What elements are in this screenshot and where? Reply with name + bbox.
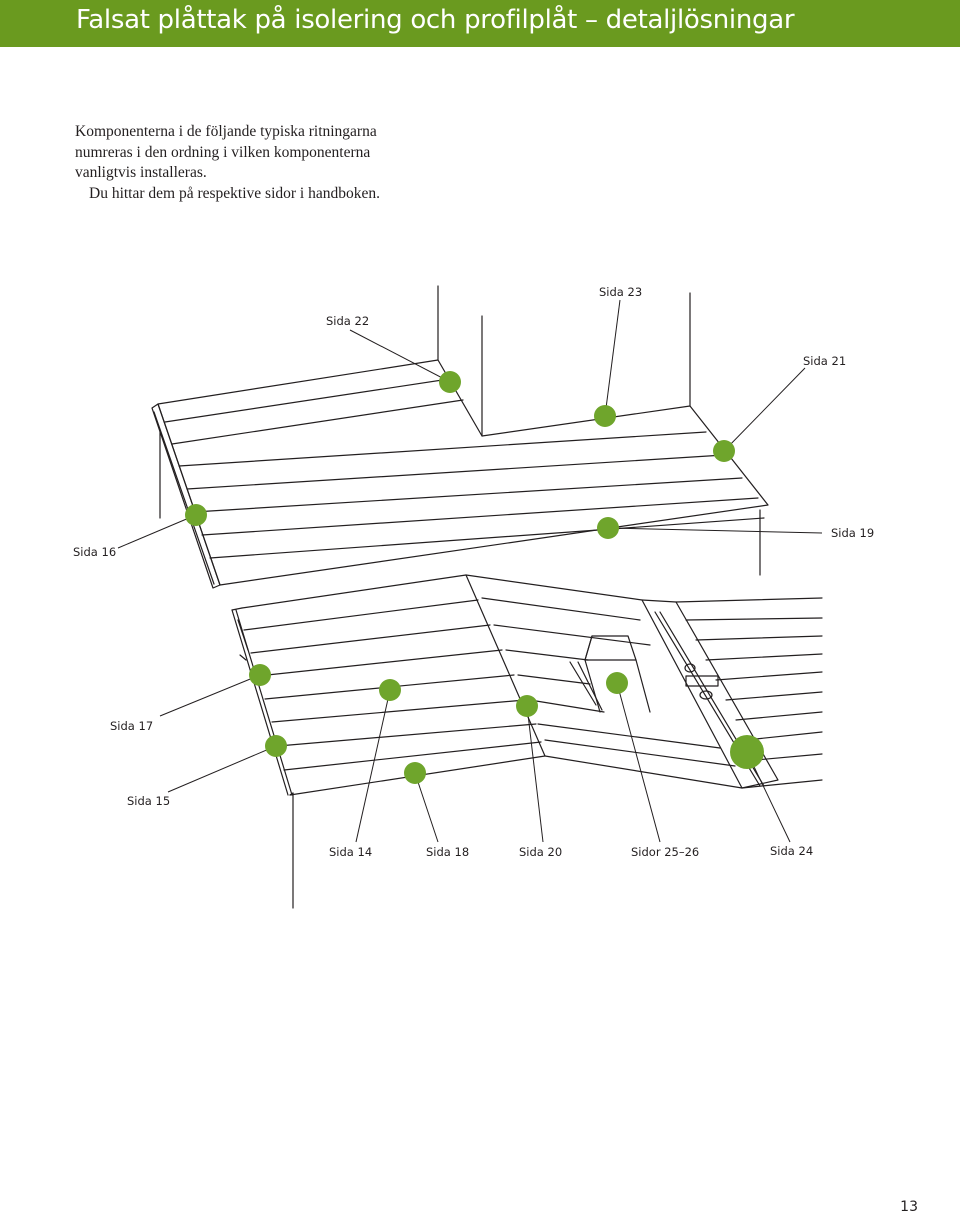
callout-marker — [606, 672, 628, 694]
callout-label-sida-19: Sida 19 — [831, 526, 874, 540]
page-title: Falsat plåttak på isolering och profilpl… — [76, 5, 795, 35]
leader-lines — [117, 299, 823, 843]
callout-label-sida-20: Sida 20 — [519, 845, 562, 859]
callout-marker — [265, 735, 287, 757]
callout-marker — [713, 440, 735, 462]
callout-label-sida-16: Sida 16 — [73, 545, 116, 559]
intro-line: Du hittar dem på respektive sidor i hand… — [89, 184, 380, 202]
callout-label-sida-21: Sida 21 — [803, 354, 846, 368]
page-header: Falsat plåttak på isolering och profilpl… — [0, 0, 960, 47]
callout-marker — [249, 664, 271, 686]
callout-label-sida-14: Sida 14 — [329, 845, 372, 859]
intro-line: numreras i den ordning i vilken komponen… — [75, 143, 371, 161]
page-number: 13 — [900, 1199, 918, 1215]
callout-label-sidor-25-26: Sidor 25–26 — [631, 845, 699, 859]
callout-marker — [439, 371, 461, 393]
intro-text: Komponenterna i de följande typiska ritn… — [75, 122, 435, 204]
callout-labels: Sida 22 Sida 23 Sida 21 Sida 16 Sida 19 … — [73, 285, 874, 859]
callout-label-sida-22: Sida 22 — [326, 314, 369, 328]
roof-line-drawing — [151, 285, 823, 909]
intro-line: Komponenterna i de följande typiska ritn… — [75, 123, 377, 140]
intro-line: vanligtvis installeras. — [75, 164, 207, 181]
callout-marker — [404, 762, 426, 784]
callout-marker — [730, 735, 764, 769]
callout-marker — [594, 405, 616, 427]
callout-label-sida-18: Sida 18 — [426, 845, 469, 859]
callout-label-sida-23: Sida 23 — [599, 285, 642, 299]
callout-marker — [379, 679, 401, 701]
callout-label-sida-24: Sida 24 — [770, 844, 813, 858]
callout-markers — [185, 371, 764, 784]
callout-label-sida-17: Sida 17 — [110, 719, 153, 733]
callout-marker — [185, 504, 207, 526]
callout-label-sida-15: Sida 15 — [127, 794, 170, 808]
callout-marker — [597, 517, 619, 539]
callout-marker — [516, 695, 538, 717]
